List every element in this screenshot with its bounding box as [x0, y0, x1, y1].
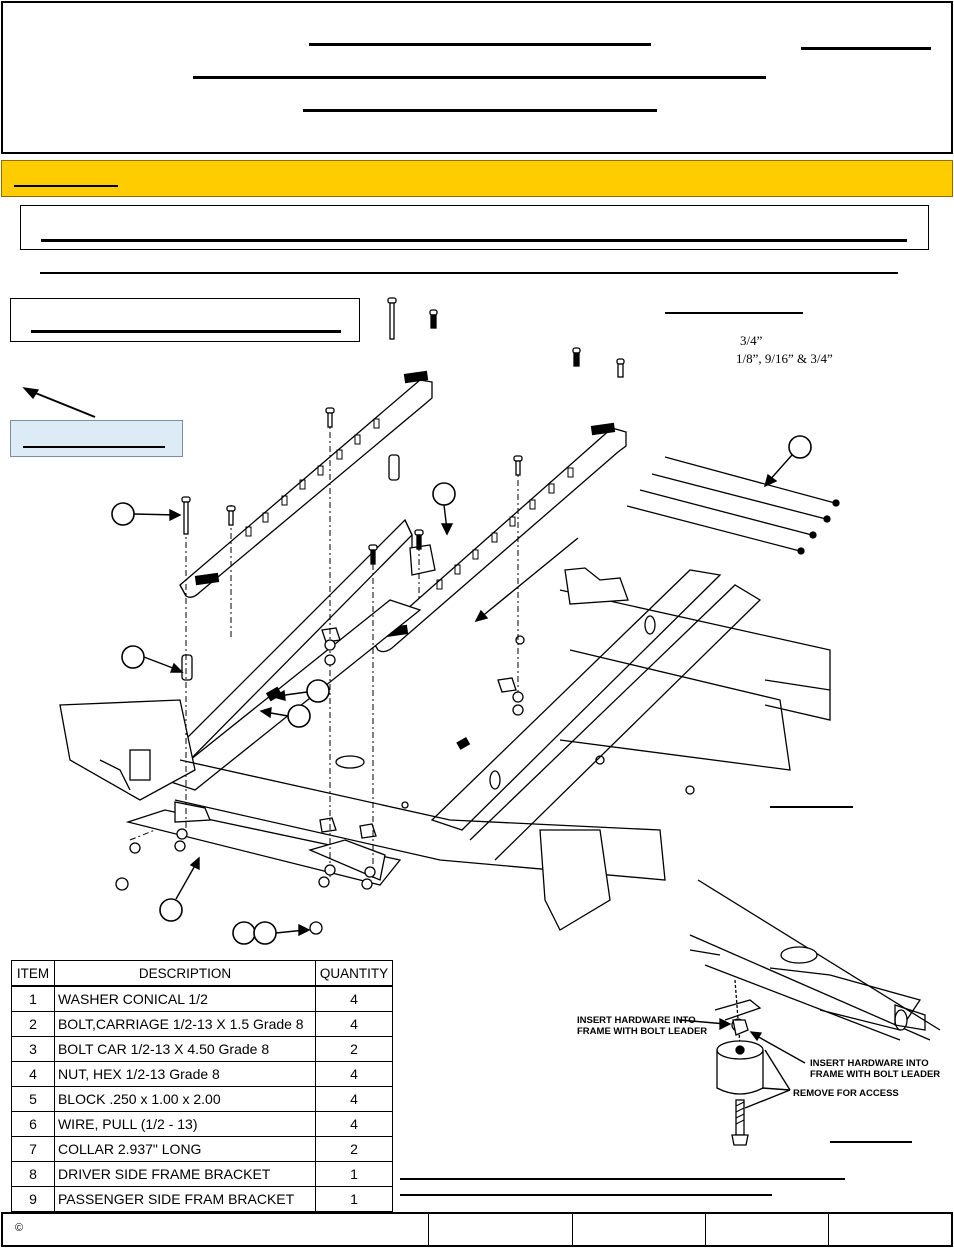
item-number: 7	[11, 1136, 55, 1162]
copyright-symbol: ©	[15, 1222, 24, 1234]
title-underline-right	[801, 47, 931, 50]
diagram-bolts	[115, 407, 524, 935]
item-quantity: 4	[315, 1086, 393, 1112]
item-description: BLOCK .250 x 1.00 x 2.00	[53, 1086, 317, 1112]
right-rail	[371, 422, 627, 653]
item-quantity: 4	[315, 1061, 393, 1087]
item-description: DRIVER SIDE FRAME BRACKET	[53, 1161, 317, 1187]
item-quantity: 2	[315, 1036, 393, 1062]
item-quantity: 4	[315, 1011, 393, 1037]
item-quantity: 4	[315, 985, 393, 1012]
inset-callout-remove: REMOVE FOR ACCESS	[793, 1088, 899, 1099]
title-underline-2	[193, 76, 766, 79]
header-box	[1, 1, 953, 154]
parts-table-header: ITEM DESCRIPTION QUANTITY	[11, 960, 393, 987]
item-number: 2	[11, 1011, 55, 1037]
leader-arrows	[133, 454, 793, 937]
item-quantity: 2	[315, 1136, 393, 1162]
pull-wires	[626, 456, 840, 555]
item-quantity: 1	[315, 1186, 393, 1212]
item-description: NUT, HEX 1/2-13 Grade 8	[53, 1061, 317, 1087]
item-description: WIRE, PULL (1/2 - 13)	[53, 1111, 317, 1137]
header-quantity: QUANTITY	[315, 960, 393, 987]
warning-box	[20, 205, 929, 250]
band-underline	[14, 185, 118, 187]
item-number: 1	[11, 985, 55, 1012]
title-underline-1	[309, 43, 651, 46]
callout-circles	[111, 435, 812, 945]
item-number: 9	[11, 1186, 55, 1212]
footer-cell-divider	[572, 1214, 573, 1245]
item-description: BOLT,CARRIAGE 1/2-13 X 1.5 Grade 8	[53, 1011, 317, 1037]
header-item: ITEM	[11, 960, 55, 987]
left-rail	[179, 370, 433, 598]
item-number: 5	[11, 1086, 55, 1112]
inset-callout-left: INSERT HARDWARE INTO FRAME WITH BOLT LEA…	[577, 1015, 708, 1037]
bolt-icons	[387, 297, 625, 378]
item-number: 3	[11, 1036, 55, 1062]
item-description: PASSENGER SIDE FRAM BRACKET	[53, 1186, 317, 1212]
footer-cell-divider	[828, 1214, 829, 1245]
socket-size-2: 1/8”, 9/16” & 3/4”	[736, 351, 833, 366]
instruction-underline	[40, 272, 898, 274]
inset-callout-right: INSERT HARDWARE INTO FRAME WITH BOLT LEA…	[810, 1058, 941, 1080]
footer-cell-divider	[705, 1214, 706, 1245]
note-underline	[31, 330, 341, 333]
section-band	[1, 160, 953, 197]
title-underline-3	[303, 109, 657, 112]
note-box	[10, 298, 360, 342]
front-label-box	[10, 420, 183, 457]
item-description: WASHER CONICAL 1/2	[53, 985, 317, 1012]
item-number: 8	[11, 1161, 55, 1187]
item-quantity: 4	[315, 1111, 393, 1137]
footer-cell-divider	[428, 1214, 429, 1245]
item-description: COLLAR 2.937" LONG	[53, 1136, 317, 1162]
tools-underline	[665, 312, 803, 314]
inset-detail	[679, 879, 941, 1146]
front-label-underline	[23, 446, 165, 448]
header-description: DESCRIPTION	[53, 960, 317, 987]
socket-size-1: 3/4”	[740, 333, 763, 348]
footer-bar: ©	[1, 1212, 953, 1247]
vehicle-frame	[59, 518, 831, 931]
warning-underline	[41, 239, 907, 242]
item-description: BOLT CAR 1/2-13 X 4.50 Grade 8	[53, 1036, 317, 1062]
item-quantity: 1	[315, 1161, 393, 1187]
item-number: 4	[11, 1061, 55, 1087]
item-number: 6	[11, 1111, 55, 1137]
